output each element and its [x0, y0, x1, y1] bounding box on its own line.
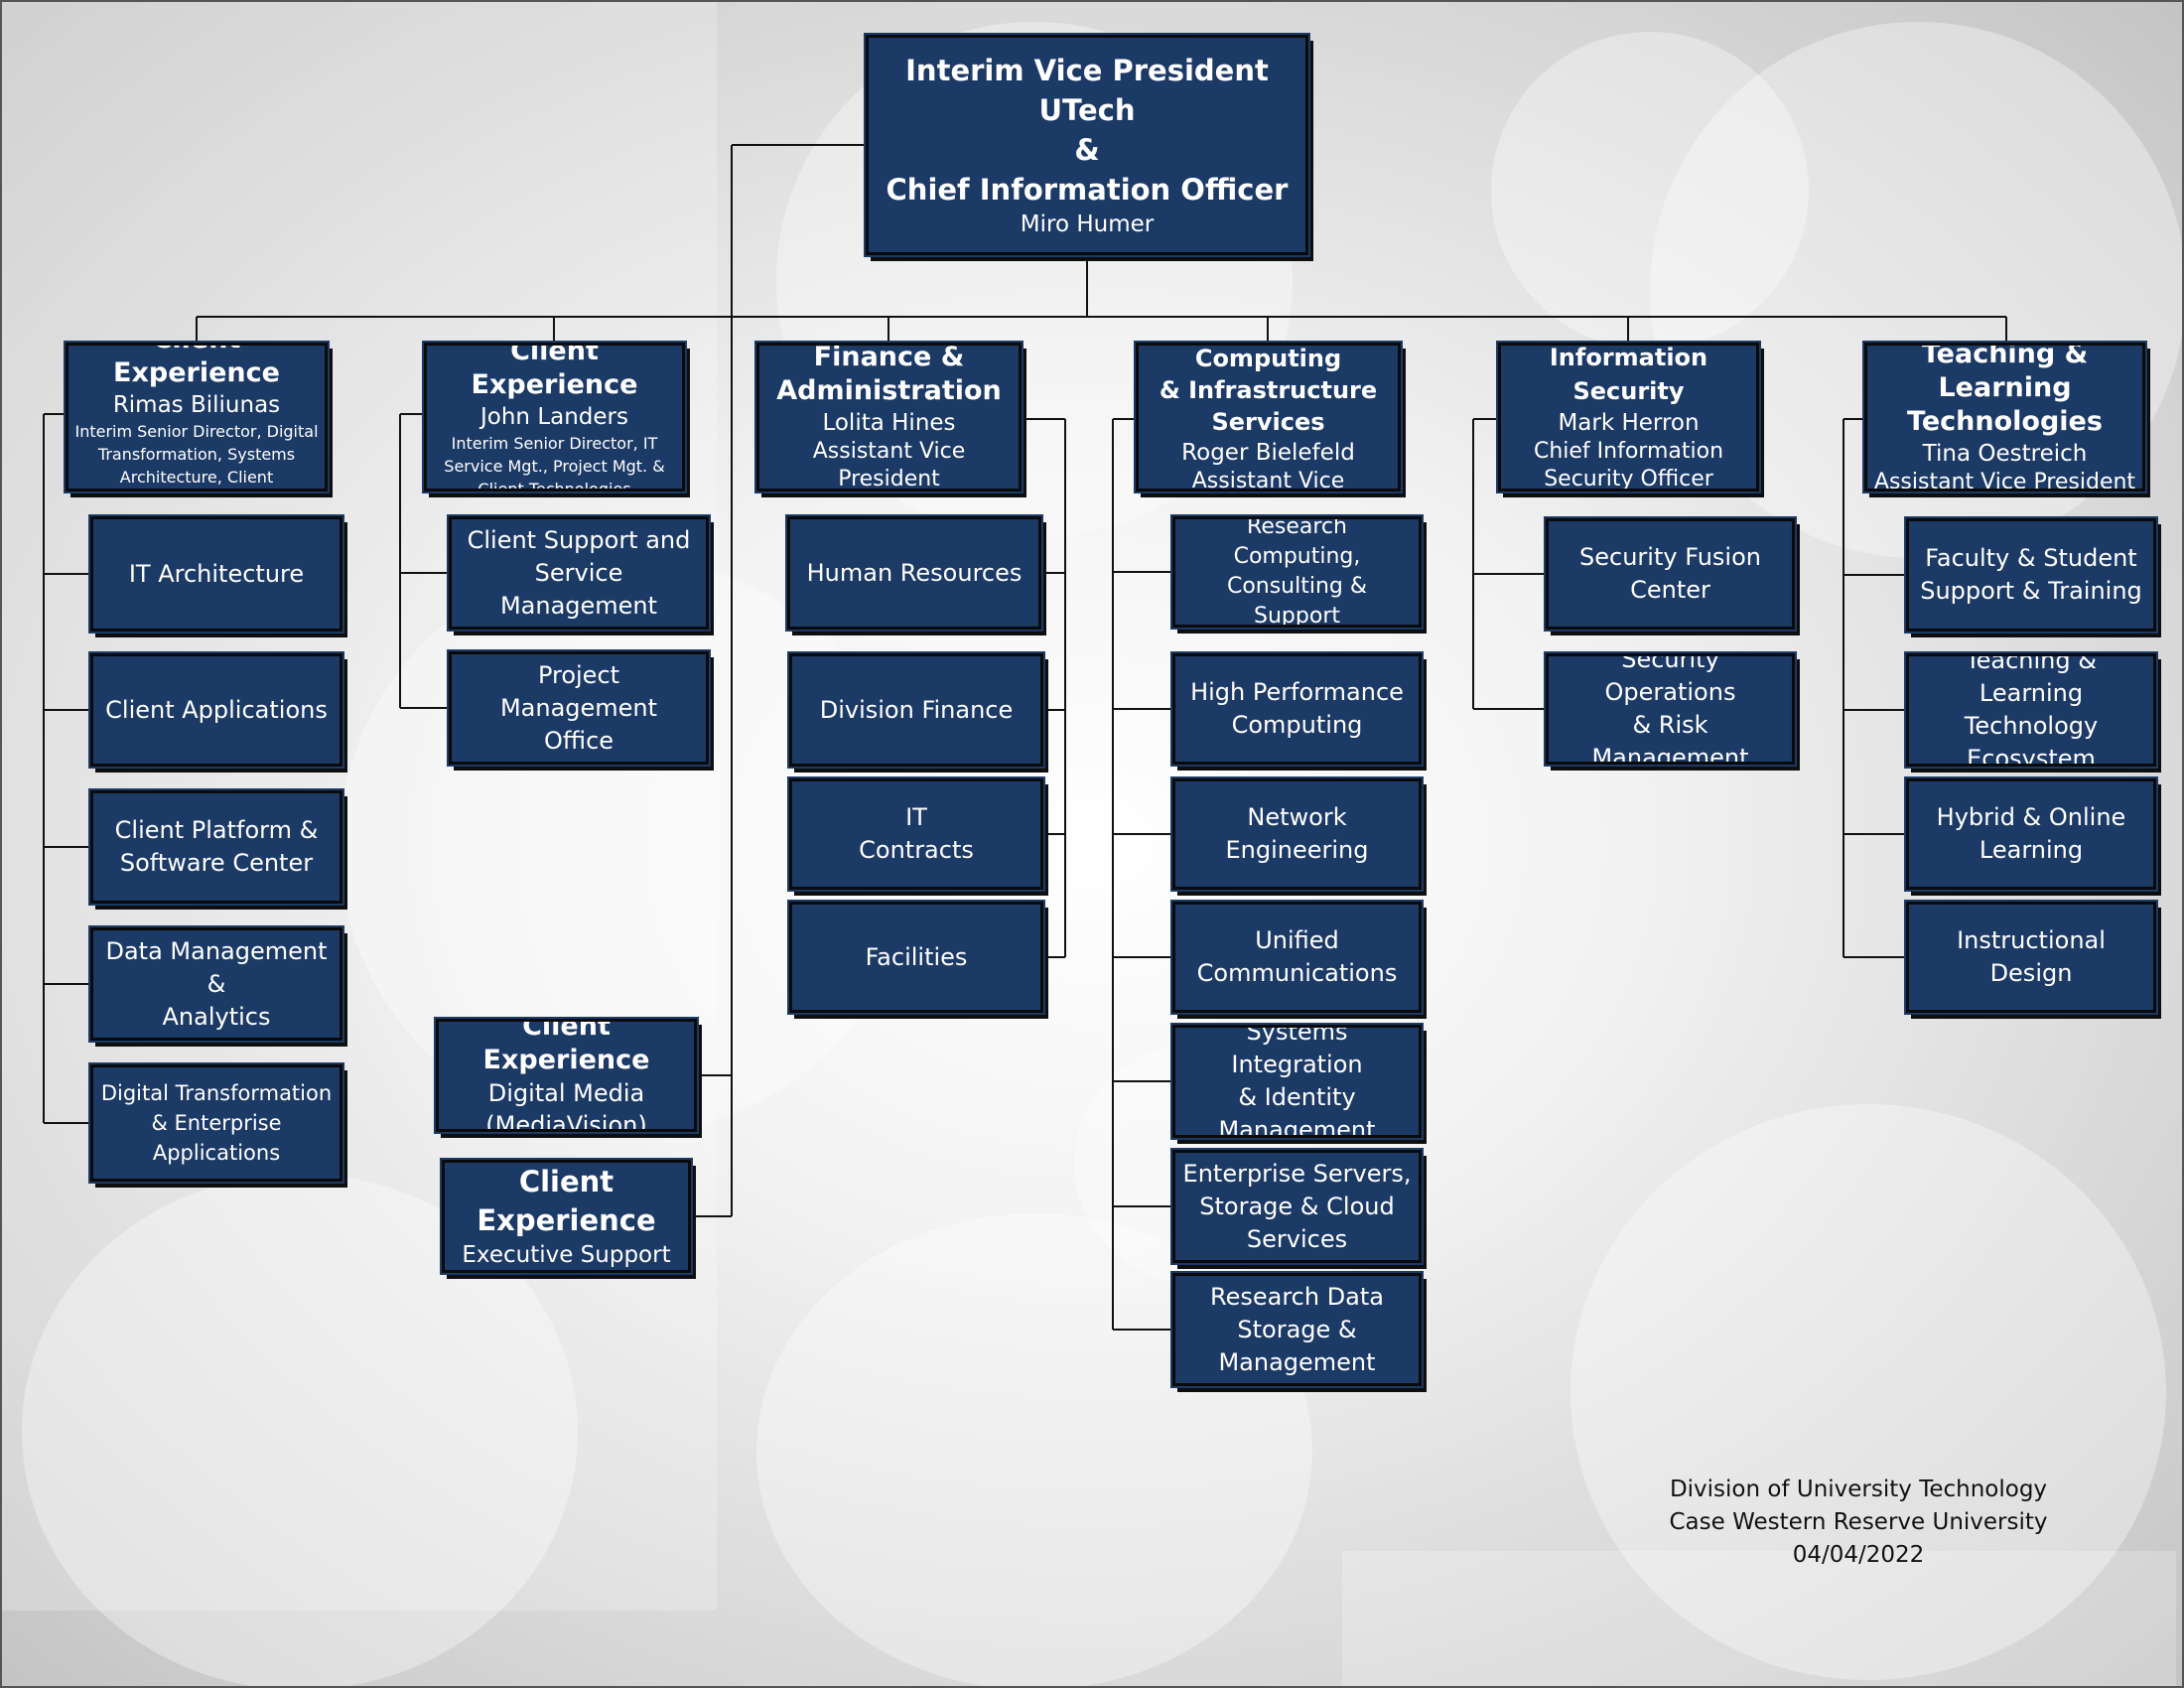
unit-box[interactable]: Research Computing, Consulting & Support [1170, 514, 1424, 630]
unit-box[interactable]: Facilities [787, 900, 1045, 1015]
unit-label: Faculty & Student Support & Training [1920, 544, 2142, 605]
unit-box[interactable]: Unified Communications [1170, 900, 1424, 1015]
division-title: Client Experience [113, 346, 280, 388]
unit-box[interactable]: Research Data Storage & Management [1170, 1271, 1424, 1388]
division-title: Client Experience [471, 343, 638, 400]
division-head-name: John Landers [480, 403, 628, 430]
unit-box[interactable]: Division Finance [787, 651, 1045, 769]
unit-box[interactable]: Human Resources [785, 514, 1043, 632]
unit-label: Research Computing, Consulting & Support [1226, 516, 1368, 628]
unit-label: Security Fusion Center [1579, 543, 1761, 604]
division-head-client-experience-biliunas[interactable]: Client Experience Rimas Biliunas Interim… [64, 341, 330, 493]
unit-label: High Performance Computing [1190, 678, 1404, 739]
division-head-role: Assistant Vice President [1873, 470, 2136, 492]
unit-label: Network Engineering [1225, 803, 1369, 864]
unit-box[interactable]: Enterprise Servers, Storage & Cloud Serv… [1170, 1148, 1424, 1265]
unit-label: Project Management Office [499, 660, 658, 755]
unit-box[interactable]: Project Management Office [447, 649, 711, 767]
unit-label: Division Finance [819, 695, 1014, 724]
unit-box[interactable]: Instructional Design [1904, 900, 2158, 1015]
unit-label: Facilities [865, 942, 968, 971]
unit-box[interactable]: Security Operations & Risk Management [1544, 651, 1797, 767]
division-head-name: Rimas Biliunas [112, 392, 281, 418]
client-experience-executive-support-box[interactable]: Client Experience Executive Support [440, 1158, 693, 1275]
division-head-name: Tina Oestreich [1922, 441, 2088, 467]
division-head-name: Mark Herron [1558, 410, 1700, 436]
unit-label: Security Operations & Risk Management [1591, 653, 1749, 765]
unit-label: Data Management & Analytics [105, 936, 328, 1031]
unit-label: Client Support and Service Management [467, 525, 691, 620]
division-head-role: Interim Senior Director, IT Service Mgt.… [444, 433, 665, 492]
division-head-teaching-learning[interactable]: Teaching & Learning Technologies Tina Oe… [1862, 341, 2147, 493]
unit-box[interactable]: Security Fusion Center [1544, 516, 1797, 632]
direct-unit-title: Client Experience [477, 1165, 656, 1237]
unit-label: Digital Transformation & Enterprise Appl… [100, 1081, 333, 1165]
division-head-role: Interim Senior Director, Digital Transfo… [74, 422, 319, 487]
division-head-role: Assistant Vice President [1191, 469, 1345, 492]
unit-label: Instructional Design [1957, 926, 2106, 987]
division-head-client-experience-landers[interactable]: Client Experience John Landers Interim S… [422, 341, 687, 493]
background-panel [1342, 1551, 2176, 1686]
unit-box[interactable]: Faculty & Student Support & Training [1904, 516, 2158, 633]
unit-box[interactable]: Client Platform & Software Center [88, 788, 344, 906]
top-title-line3: Chief Information Officer [886, 173, 1289, 207]
unit-label: Hybrid & Online Learning [1936, 803, 2126, 864]
top-title-line2: & [1074, 133, 1100, 167]
division-head-role: Assistant Vice President [812, 439, 966, 492]
unit-label: Client Platform & Software Center [114, 816, 319, 877]
unit-box[interactable]: IT Architecture [88, 514, 344, 633]
unit-box[interactable]: Client Support and Service Management [447, 514, 711, 632]
unit-label: Client Applications [105, 695, 328, 724]
unit-box[interactable]: IT Contracts [787, 776, 1045, 892]
unit-label: Human Resources [806, 558, 1023, 587]
unit-box[interactable]: Systems Integration & Identity Managemen… [1170, 1023, 1424, 1140]
division-title: Information Security [1549, 344, 1708, 405]
footer-university: Case Western Reserve University [1669, 1509, 2048, 1535]
direct-unit-subtitle: Executive Support [462, 1242, 671, 1268]
unit-label: Enterprise Servers, Storage & Cloud Serv… [1182, 1159, 1412, 1253]
unit-label: IT Contracts [859, 803, 974, 864]
division-title: Research Computing & Infrastructure Serv… [1159, 345, 1378, 436]
division-head-finance-administration[interactable]: Finance & Administration Lolita Hines As… [754, 341, 1024, 493]
division-head-name: Lolita Hines [822, 410, 956, 436]
top-name: Miro Humer [1020, 211, 1155, 237]
division-title: Finance & Administration [776, 343, 1002, 406]
unit-box[interactable]: Client Applications [88, 651, 344, 769]
unit-box[interactable]: Data Management & Analytics [88, 925, 344, 1043]
division-title: Teaching & Learning Technologies [1907, 343, 2103, 437]
unit-box[interactable]: Network Engineering [1170, 776, 1424, 892]
unit-label: IT Architecture [128, 559, 305, 588]
unit-box[interactable]: Hybrid & Online Learning [1904, 776, 2158, 892]
division-head-role: Chief Information Security Officer [1533, 439, 1724, 492]
direct-unit-title: Client Experience [482, 1019, 650, 1075]
unit-box[interactable]: Digital Transformation & Enterprise Appl… [88, 1062, 344, 1184]
client-experience-digital-media-box[interactable]: Client Experience Digital Media (MediaVi… [434, 1017, 699, 1134]
unit-label: Unified Communications [1196, 926, 1398, 987]
top-title-line1: Interim Vice President UTech [905, 54, 1269, 127]
footer-date: 04/04/2022 [1792, 1542, 1925, 1568]
division-head-research-computing[interactable]: Research Computing & Infrastructure Serv… [1134, 341, 1403, 493]
unit-label: Teaching & Learning Technology Ecosystem [1964, 653, 2099, 767]
division-head-information-security[interactable]: Information Security Mark Herron Chief I… [1496, 341, 1761, 493]
division-head-name: Roger Bielefeld [1181, 440, 1355, 466]
background-circle [1570, 1104, 2166, 1680]
background-circle [1491, 32, 1809, 350]
unit-label: Systems Integration & Identity Managemen… [1218, 1025, 1376, 1138]
unit-box[interactable]: High Performance Computing [1170, 651, 1424, 767]
vice-president-cio-box[interactable]: Interim Vice President UTech & Chief Inf… [864, 33, 1310, 257]
unit-box[interactable]: Teaching & Learning Technology Ecosystem [1904, 651, 2158, 769]
footer-division: Division of University Technology [1669, 1477, 2048, 1502]
unit-label: Research Data Storage & Management [1209, 1282, 1385, 1376]
direct-unit-subtitle: Digital Media (MediaVision) [485, 1079, 647, 1132]
footer: Division of University Technology Case W… [1620, 1474, 2097, 1572]
